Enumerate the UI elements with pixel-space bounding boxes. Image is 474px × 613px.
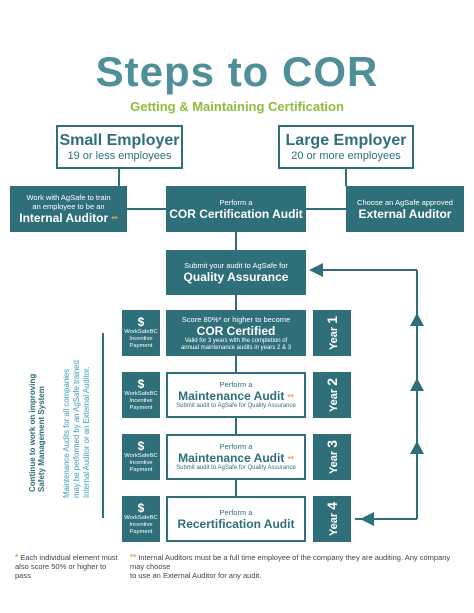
year4-line1: Perform a	[219, 507, 253, 517]
year1-note1: Valid for 3 years with the completion of	[184, 337, 288, 344]
arrow-up-1	[410, 313, 424, 326]
cor-audit-line1: Perform a	[219, 197, 253, 207]
year3-note1: Submit audit to AgSafe for Quality Assur…	[176, 465, 296, 471]
payment-line2: Incentive	[129, 460, 153, 466]
footnote-element-score: * Each individual element must also scor…	[15, 553, 120, 580]
small-employer-subtitle: 19 or less employees	[67, 150, 172, 162]
footnote-internal-auditor: ** Internal Auditors must be a full time…	[130, 553, 465, 580]
large-employer-subtitle: 20 or more employees	[291, 150, 401, 162]
cor-audit-line2: COR Certification Audit	[169, 206, 303, 221]
year3-line1: Perform a	[219, 442, 253, 451]
internal-auditor-line3: Internal Auditor	[19, 211, 109, 225]
year1-step-box: Score 80%* or higher to become COR Certi…	[166, 310, 306, 356]
year3-badge: Year 3	[313, 434, 351, 480]
payment-line2: Incentive	[129, 522, 153, 528]
cor-audit-box: Perform a COR Certification Audit	[166, 186, 306, 232]
internal-auditor-line2: an employee to be an	[32, 202, 105, 211]
year1-note2: annual maintenance audits in years 2 & 3	[180, 344, 292, 351]
arrow-loop-to-qa	[309, 263, 323, 277]
payment-line1: WorkSafeBC	[124, 391, 158, 397]
year2-line2: Maintenance Audit	[178, 389, 285, 403]
qa-line1: Submit your audit to AgSafe for	[184, 261, 288, 270]
payment-line1: WorkSafeBC	[124, 453, 158, 459]
year2-star: **	[287, 393, 294, 402]
page-title: Steps to COR	[95, 48, 379, 95]
small-employer-title: Small Employer	[59, 132, 180, 149]
footnote1-line2: also score 50% or higher to pass	[15, 562, 107, 580]
footnote1-mark: *	[15, 553, 19, 562]
footnote1-line1: Each individual element must	[20, 553, 118, 562]
year3-star: **	[287, 455, 294, 464]
maintenance-note-line2: may be performed by an AgSafe trained	[72, 360, 81, 498]
footnote2-mark: **	[130, 553, 137, 562]
year2-line1: Perform a	[219, 380, 253, 389]
year3-number: 3	[323, 439, 340, 448]
internal-auditor-line1: Work with AgSafe to train	[26, 193, 111, 202]
internal-auditor-star: **	[111, 215, 118, 224]
year4-line2: Recertification Audit	[177, 516, 295, 531]
dollar-icon: $	[137, 315, 145, 329]
year2-badge: Year 2	[313, 372, 351, 418]
year1-line1: Score 80%* or higher to become	[181, 314, 291, 324]
improvement-note-line2: Safety Management System	[37, 386, 46, 492]
footnote2-line1: Internal Auditors must be a full time em…	[130, 553, 451, 571]
year4-badge: Year 4	[313, 496, 351, 542]
incentive-payment-year4: $ WorkSafeBC Incentive Payment	[122, 496, 160, 542]
year1-line2: COR Certified	[196, 323, 276, 338]
payment-line2: Incentive	[129, 398, 153, 404]
payment-line3: Payment	[129, 343, 153, 349]
external-auditor-line1: Choose an AgSafe approved	[357, 197, 453, 207]
year4-label: Year	[327, 512, 340, 537]
internal-auditor-box: Work with AgSafe to train an employee to…	[10, 186, 127, 232]
payment-line1: WorkSafeBC	[124, 515, 158, 521]
incentive-payment-year2: $ WorkSafeBC Incentive Payment	[122, 372, 160, 418]
improvement-note-line1: Continue to work on improving	[28, 373, 37, 492]
year3-label: Year	[327, 450, 340, 475]
improvement-note: Continue to work on improving Safety Man…	[28, 374, 46, 492]
external-auditor-box: Choose an AgSafe approved External Audit…	[346, 186, 464, 232]
year1-badge: Year 1	[313, 310, 351, 356]
large-employer-box: Large Employer 20 or more employees	[278, 125, 414, 169]
dollar-icon: $	[137, 377, 145, 391]
year2-note1: Submit audit to AgSafe for Quality Assur…	[176, 403, 296, 409]
maintenance-note-line1: Maintenance Audits for all companies	[62, 368, 71, 498]
maintenance-audit-note: Maintenance Audits for all companies may…	[62, 360, 92, 498]
dollar-icon: $	[137, 501, 145, 515]
year2-step-box: Perform a Maintenance Audit ** Submit au…	[166, 372, 306, 418]
year4-step-box: Perform a Recertification Audit	[166, 496, 306, 542]
page-subtitle: Getting & Maintaining Certification	[130, 99, 344, 114]
year1-number: 1	[323, 315, 340, 324]
arrow-loop-start	[360, 512, 374, 526]
payment-line3: Payment	[129, 467, 153, 473]
arrow-up-3	[410, 441, 424, 454]
small-employer-box: Small Employer 19 or less employees	[56, 125, 183, 169]
qa-line2: Quality Assurance	[183, 270, 289, 284]
arrow-up-2	[410, 378, 424, 391]
footnote2-line2: to use an External Auditor for any audit…	[130, 571, 262, 580]
year1-label: Year	[327, 326, 340, 351]
year2-label: Year	[327, 388, 340, 413]
payment-line3: Payment	[129, 405, 153, 411]
year3-line2: Maintenance Audit	[178, 451, 285, 465]
external-auditor-line2: External Auditor	[358, 206, 452, 221]
payment-line3: Payment	[129, 529, 153, 535]
incentive-payment-year3: $ WorkSafeBC Incentive Payment	[122, 434, 160, 480]
quality-assurance-box: Submit your audit to AgSafe for Quality …	[166, 250, 306, 295]
payment-line2: Incentive	[129, 336, 153, 342]
maintenance-note-line3: Internal Auditor or an External Auditor.	[82, 366, 91, 498]
payment-line1: WorkSafeBC	[124, 329, 158, 335]
dollar-icon: $	[137, 439, 145, 453]
large-employer-title: Large Employer	[285, 132, 407, 149]
year4-number: 4	[323, 501, 340, 510]
incentive-payment-year1: $ WorkSafeBC Incentive Payment	[122, 310, 160, 356]
year2-number: 2	[323, 377, 340, 386]
year3-step-box: Perform a Maintenance Audit ** Submit au…	[166, 434, 306, 480]
